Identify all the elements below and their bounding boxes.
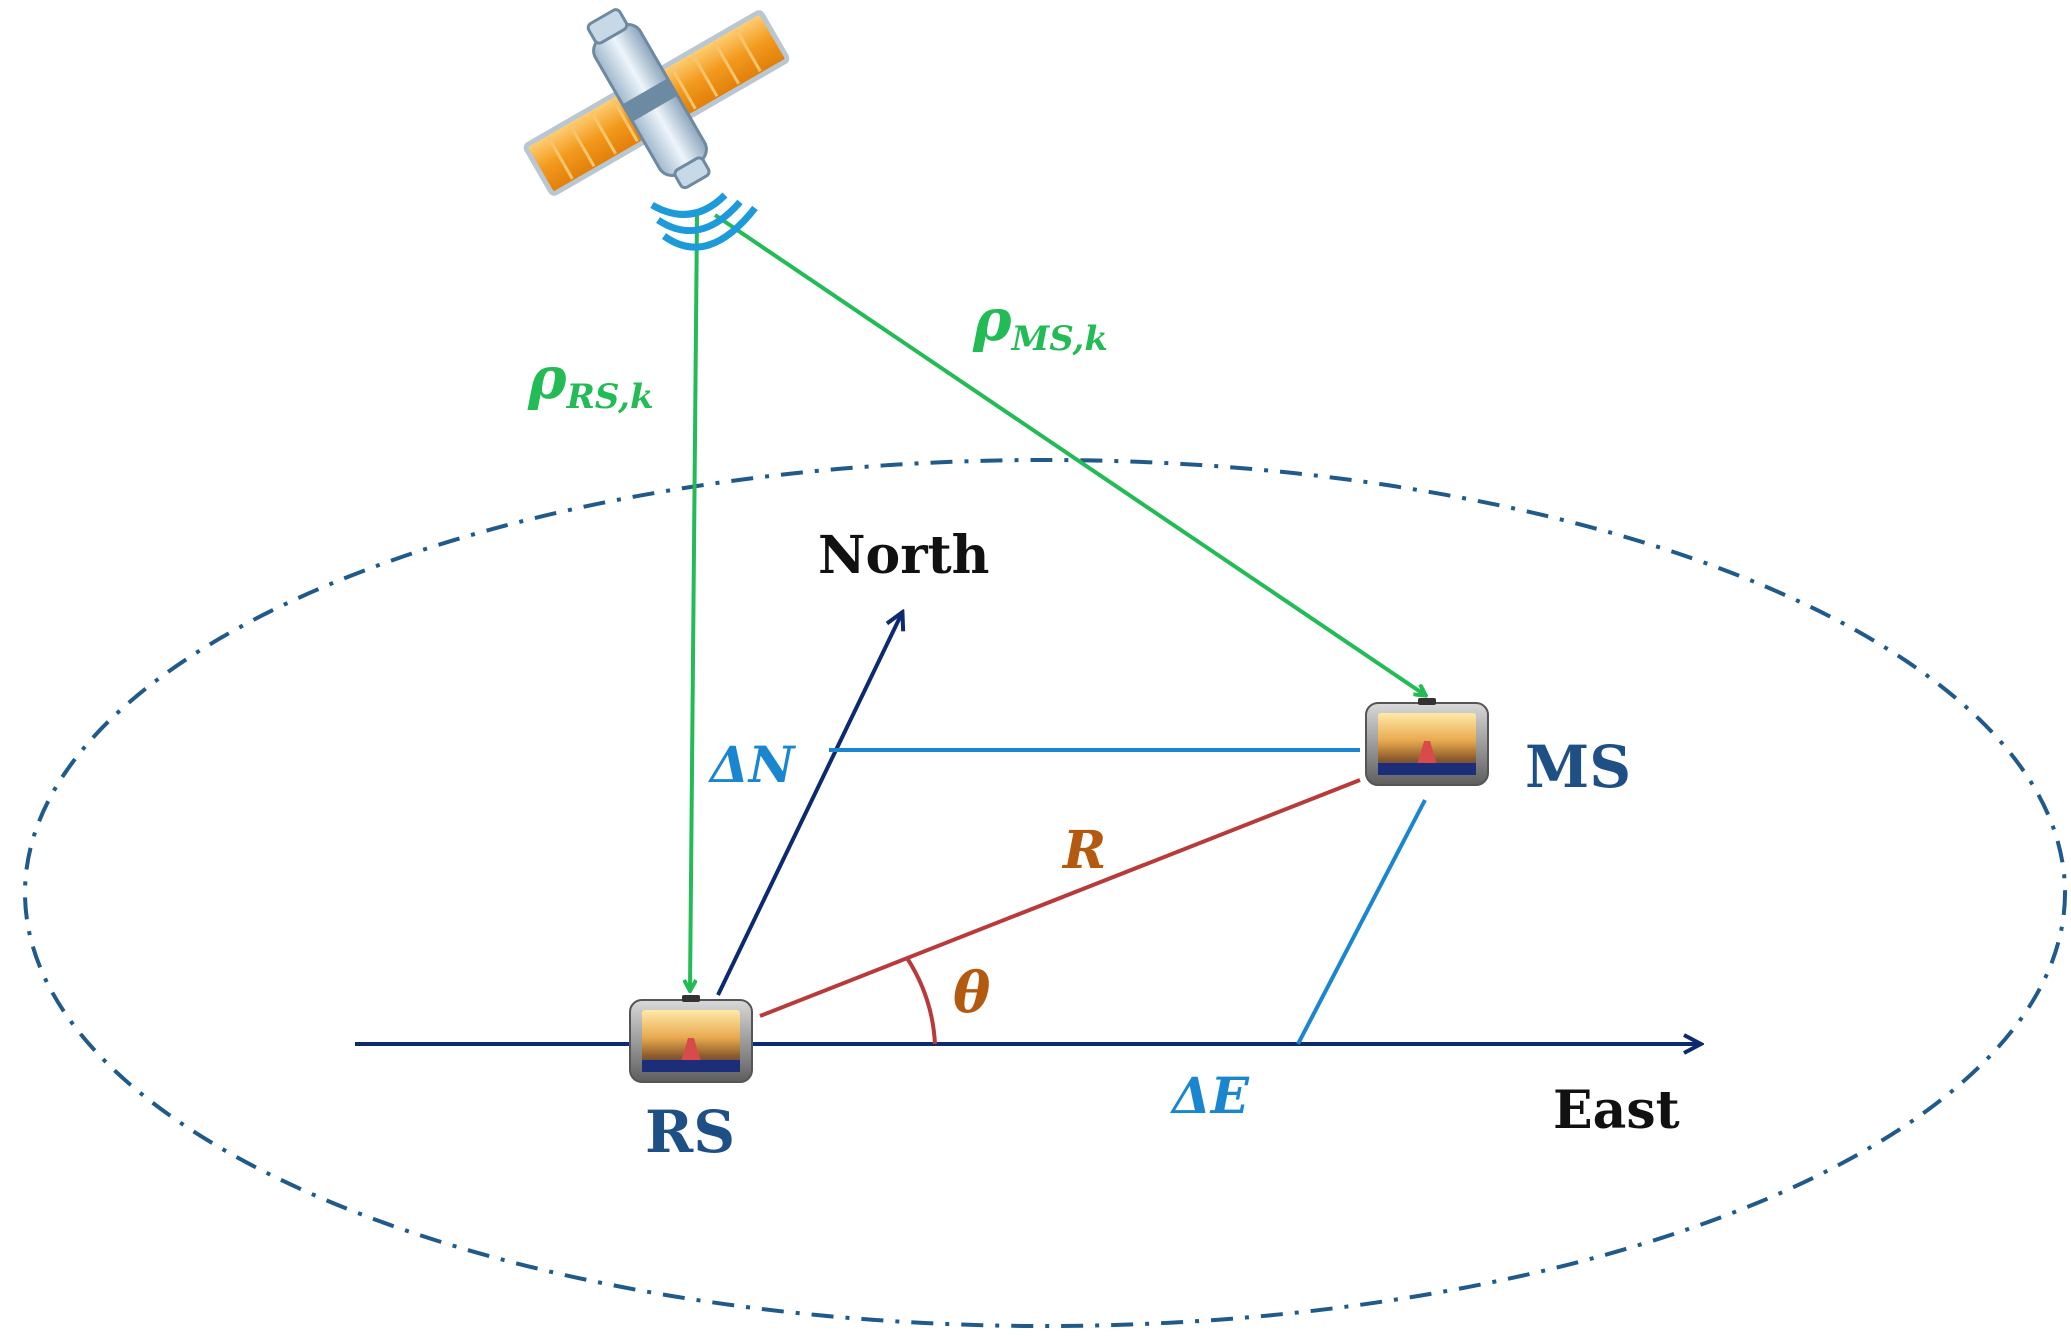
range-label: R: [1061, 820, 1106, 881]
east-label: East: [1553, 1080, 1680, 1141]
ms-label: MS: [1525, 733, 1631, 801]
signal-rs-line: [690, 214, 699, 990]
delta-n-label: ΔN: [707, 735, 797, 794]
gps-device-icon: [1365, 698, 1489, 786]
gps-device-icon: [629, 995, 753, 1083]
north-axis: [716, 613, 902, 996]
coverage-ellipse: [23, 458, 2067, 1328]
delta-e-label: ΔE: [1169, 1066, 1250, 1125]
theta-arc: [905, 956, 937, 1045]
theta-label: θ: [953, 960, 991, 1026]
rho-ms-label: ρMS,k: [972, 286, 1108, 359]
satellite-icon: [523, 8, 790, 251]
north-label: North: [818, 525, 989, 586]
rho-rs-label: ρRS,k: [527, 344, 654, 417]
range-line: [759, 778, 1361, 1018]
rs-label: RS: [645, 1098, 735, 1166]
delta-e-line: [1296, 799, 1427, 1045]
signal-ms-line: [713, 213, 1425, 695]
